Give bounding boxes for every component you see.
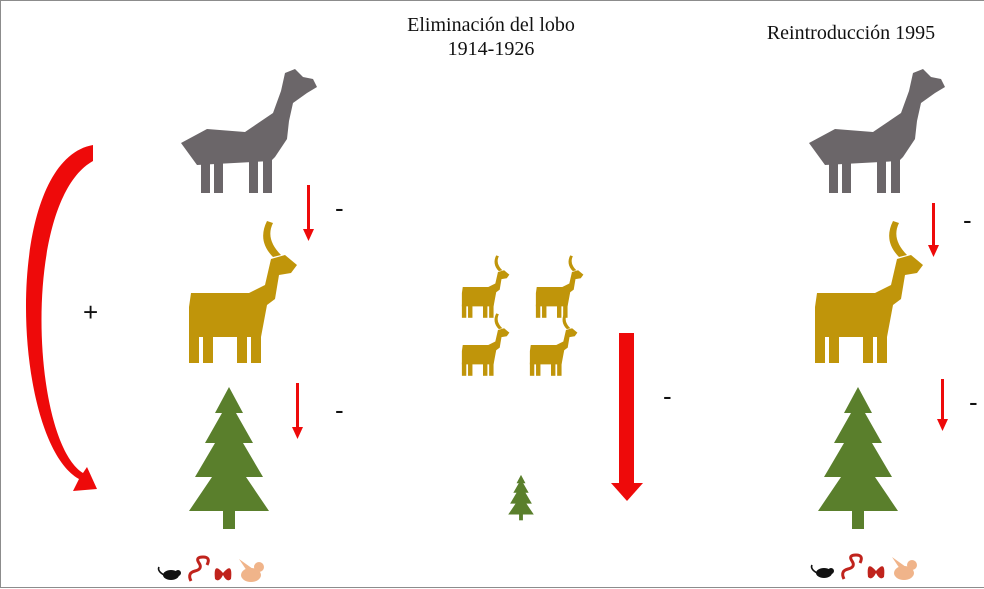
deer-icon — [189, 221, 297, 363]
reintroduction-title: Reintroducción 1995 — [766, 22, 936, 44]
small-animals-row — [810, 553, 919, 582]
minus-sign: - — [663, 381, 672, 411]
elimination-title-line2: 1914-1926 — [447, 38, 535, 60]
minus-sign: - — [963, 205, 972, 235]
curved-effect-arrow — [25, 145, 97, 491]
deer-icon — [815, 221, 923, 363]
wolf-icon — [809, 69, 945, 193]
minus-sign: - — [969, 387, 978, 417]
elimination-title-line1: Eliminación del lobo — [407, 14, 575, 36]
minus-sign: - — [335, 395, 344, 425]
small-animals-row — [157, 555, 266, 584]
small-pine-tree-icon — [508, 474, 534, 521]
down-arrow-icon — [928, 203, 939, 257]
plus-sign: + — [83, 297, 99, 327]
large-down-arrow-icon — [611, 333, 643, 501]
pine-tree-icon — [818, 387, 898, 529]
pine-tree-icon — [189, 387, 269, 529]
down-arrow-icon — [292, 383, 303, 439]
down-arrow-icon — [937, 379, 948, 431]
elimination-title: Eliminación del lobo 1914-1926 — [361, 13, 621, 61]
wolf-icon — [181, 69, 317, 193]
minus-sign: - — [335, 193, 344, 223]
deer-group — [461, 255, 584, 376]
down-arrow-icon — [303, 185, 314, 241]
